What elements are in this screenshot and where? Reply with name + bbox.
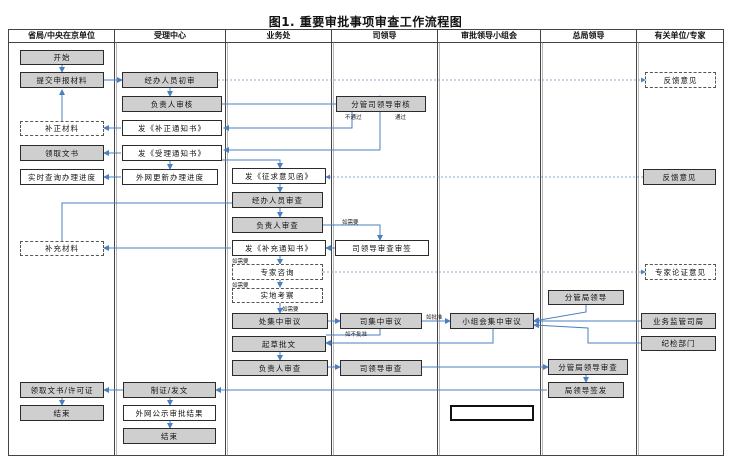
label-if-needed-3: 如需要 [232, 283, 249, 289]
label-not-passed: 不通过 [345, 115, 362, 121]
node-publish-result[interactable]: 外网公示审批结果 [123, 405, 216, 421]
node-supervision-dept[interactable]: 业务监管司局 [641, 313, 716, 329]
page-title: 图1. 重要审批事项审查工作流程图 [268, 15, 463, 29]
node-expert-opinion[interactable]: 专家论证意见 [645, 264, 716, 280]
node-bureau-leader[interactable]: 分管局领导 [548, 290, 624, 305]
lane-header-provincial: 省局/中央在京单位 [28, 31, 95, 40]
empty-box [450, 405, 534, 421]
lane-header-general-bureau-leader: 总局领导 [572, 31, 605, 40]
label-not-approved: 如不批准 [345, 332, 368, 338]
lane-header-department-leader: 司领导 [372, 31, 397, 40]
node-end-acceptance[interactable]: 结束 [123, 428, 216, 444]
lane-header-acceptance-center: 受理中心 [154, 31, 186, 40]
node-dept-review[interactable]: 司集中审议 [340, 313, 422, 329]
node-end-applicant[interactable]: 结束 [20, 405, 104, 421]
node-make-certificate[interactable]: 制证/发文 [123, 382, 216, 398]
node-leader-review[interactable]: 司领导审查 [340, 360, 422, 376]
node-supplement-materials[interactable]: 补正材料 [20, 121, 104, 136]
node-principal-review-2[interactable]: 负责人审查 [232, 217, 323, 233]
node-division-review[interactable]: 处集中审议 [232, 313, 328, 329]
node-principal-review-3[interactable]: 负责人审查 [232, 360, 328, 376]
node-dept-leader-review[interactable]: 分管司领导审核 [336, 96, 426, 112]
node-bureau-leader-review[interactable]: 分管局领导审查 [548, 359, 628, 375]
node-group-review[interactable]: 小组会集中审议 [450, 313, 534, 329]
node-feedback-2[interactable]: 反馈意见 [643, 169, 716, 185]
label-passed: 通过 [395, 115, 407, 121]
node-first-review[interactable]: 经办人员初审 [122, 72, 218, 88]
node-discipline-dept[interactable]: 纪检部门 [641, 336, 716, 351]
node-expert-consult[interactable]: 专家咨询 [232, 264, 323, 280]
node-issue-supplement-notice[interactable]: 发《补正通知书》 [122, 120, 222, 136]
node-field-inspection[interactable]: 实地考察 [232, 288, 323, 303]
node-add-materials[interactable]: 补充材料 [20, 241, 104, 256]
node-query-progress[interactable]: 实时查询办理进度 [20, 169, 104, 185]
node-receive-document[interactable]: 领取文书 [20, 145, 104, 161]
node-handler-review[interactable]: 经办人员审查 [232, 192, 323, 208]
node-collect-license[interactable]: 领取文书/许可证 [20, 382, 104, 398]
label-if-needed-1: 如需要 [342, 220, 359, 226]
node-update-progress[interactable]: 外网更新办理进度 [122, 169, 218, 185]
label-if-needed-2: 如需要 [232, 259, 249, 265]
label-if-approved: 如批准 [426, 315, 443, 321]
node-bureau-leader-sign[interactable]: 局领导签发 [548, 382, 624, 398]
node-issue-opinion-letter[interactable]: 发《征求意见函》 [232, 168, 326, 184]
node-draft-document[interactable]: 起草批文 [232, 336, 326, 352]
node-issue-acceptance-notice[interactable]: 发《受理通知书》 [122, 145, 222, 161]
node-leader-review-sign[interactable]: 司领导审查审签 [335, 240, 429, 256]
lane-header-experts: 有关单位/专家 [654, 31, 706, 40]
label-if-needed-4: 如需要 [282, 307, 299, 313]
node-start[interactable]: 开始 [20, 50, 104, 65]
node-issue-add-notice[interactable]: 发《补充通知书》 [232, 240, 326, 256]
node-principal-review[interactable]: 负责人审核 [122, 96, 222, 112]
lane-header-business-division: 业务处 [266, 31, 291, 40]
node-feedback-1[interactable]: 反馈意见 [645, 72, 716, 88]
lane-header-approval-group: 审批领导小组会 [461, 31, 517, 40]
node-submit-materials[interactable]: 提交申报材料 [20, 72, 104, 88]
